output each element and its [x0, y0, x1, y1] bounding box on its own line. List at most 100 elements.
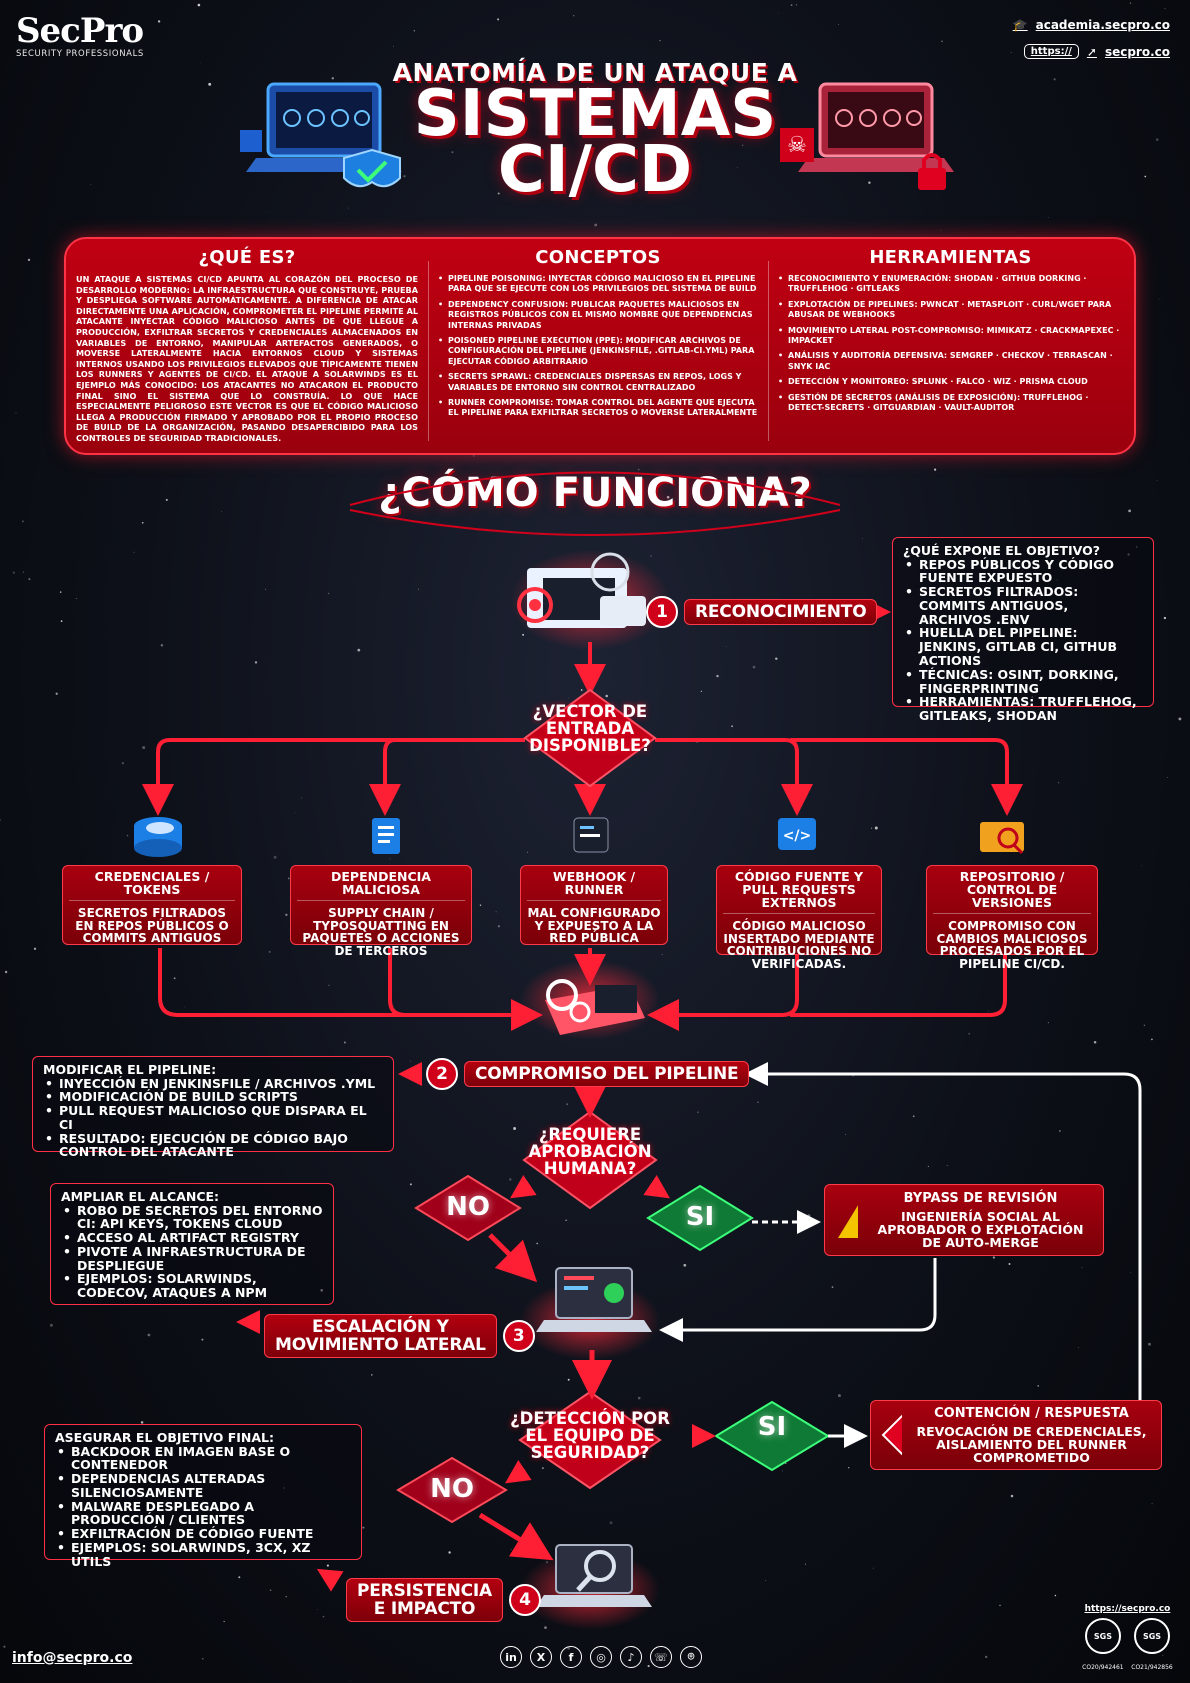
- step-number: 3: [502, 1320, 535, 1352]
- step-number: 2: [426, 1058, 458, 1090]
- contencion-box: CONTENCIÓN / RESPUESTA REVOCACIÓN DE CRE…: [870, 1400, 1162, 1470]
- cursor-icon: ➚: [1086, 44, 1097, 59]
- list-item: Malware desplegado a producción / client…: [55, 1499, 351, 1528]
- concepto-item: Poisoned Pipeline Execution (PPE): Modif…: [438, 336, 758, 367]
- folder-search-icon: [980, 822, 1024, 855]
- herramienta-item: Explotación de pipelines: Pwncat · Metas…: [778, 300, 1123, 321]
- list-item: Inyección en Jenkinsfile / archivos .yml: [43, 1076, 383, 1091]
- herramientas-heading: HERRAMIENTAS: [869, 247, 1032, 268]
- que-es-text: Un ataque a sistemas CI/CD apunta al cor…: [76, 274, 418, 443]
- recon-icon: [517, 552, 646, 628]
- como-funciona-heading: ¿CÓMO FUNCIONA?: [378, 470, 812, 516]
- url-bar-icon: https://: [1023, 44, 1079, 59]
- decision-vector-text: ¿VECTOR DE ENTRADA DISPONIBLE?: [529, 702, 651, 755]
- secpro-logo[interactable]: SecPro SECURITY PROFESSIONALS: [16, 14, 166, 59]
- recon-details-box: ¿QUÉ EXPONE EL OBJETIVO? Repos públicos …: [892, 537, 1154, 723]
- list-item: Herramientas: TruffleHog, GitLeaks, Shod…: [903, 695, 1143, 723]
- document-icon: [372, 818, 400, 854]
- approval-si-label: SI: [685, 1202, 715, 1232]
- recon-box-heading: ¿QUÉ EXPONE EL OBJETIVO?: [903, 543, 1100, 558]
- herramientas-column: HERRAMIENTAS Reconocimiento y enumeració…: [778, 247, 1123, 451]
- laptop-escalation-icon: [536, 1267, 652, 1332]
- facebook-icon[interactable]: f: [560, 1646, 582, 1668]
- graduation-cap-icon: 🎓: [1012, 18, 1028, 32]
- instagram-icon[interactable]: ◎: [590, 1646, 612, 1668]
- concepto-item: Runner Compromise: Tomar control del age…: [438, 398, 758, 419]
- vector-card-codigo-fuente: CÓDIGO FUENTE Y PULL REQUESTS EXTERNOS C…: [716, 865, 882, 970]
- herramienta-item: Movimiento lateral post-compromiso: Mimi…: [778, 326, 1123, 347]
- compromised-laptop-illustration: ☠: [780, 82, 954, 190]
- detect-no-label: NO: [430, 1474, 474, 1504]
- list-item: Repos públicos y código fuente expuesto: [903, 557, 1143, 586]
- x-icon[interactable]: X: [530, 1646, 552, 1668]
- sgs-seal-icon: SGS: [1084, 1618, 1121, 1654]
- secure-laptop-illustration: [240, 82, 402, 188]
- github-icon[interactable]: ⌾: [680, 1646, 702, 1668]
- list-item: Backdoor en imagen base o contenedor: [55, 1444, 351, 1473]
- laptop-magnifier-icon: [536, 1544, 652, 1607]
- pipeline-details-box: MODIFICAR EL PIPELINE: Inyección en Jenk…: [32, 1056, 394, 1159]
- herramienta-item: Análisis y auditoría defensiva: Semgrep …: [778, 351, 1123, 372]
- step-label: RECONOCIMIENTO: [684, 599, 878, 625]
- list-item: Ejemplos: SolarWinds, Codecov, ataques a…: [61, 1272, 323, 1300]
- header-links: 🎓academia.secpro.co https://➚secpro.co: [1013, 18, 1170, 71]
- svg-text:</>: </>: [783, 828, 812, 844]
- warning-icon: [838, 1205, 858, 1238]
- step-label: COMPROMISO DEL PIPELINE: [464, 1061, 750, 1087]
- vector-card-credenciales: CREDENCIALES / TOKENS SECRETOS FILTRADOS…: [62, 865, 242, 945]
- concepto-item: Dependency Confusion: Publicar paquetes …: [438, 300, 758, 331]
- logo-tagline: SECURITY PROFESSIONALS: [16, 49, 144, 59]
- whatsapp-icon[interactable]: ☏: [650, 1646, 672, 1668]
- panel-divider: [428, 261, 429, 441]
- que-es-heading: ¿QUÉ ES?: [198, 247, 296, 268]
- step-number: 1: [646, 596, 678, 628]
- impact-details-box: ASEGURAR EL OBJETIVO FINAL: Backdoor en …: [44, 1424, 362, 1568]
- linkedin-icon[interactable]: in: [500, 1646, 522, 1668]
- list-item: Pull request malicioso que dispara el CI: [43, 1104, 383, 1132]
- list-item: Acceso al artifact registry: [61, 1231, 323, 1245]
- conceptos-heading: CONCEPTOS: [535, 247, 661, 268]
- bypass-review-box: BYPASS DE REVISIÓN INGENIERÍA SOCIAL AL …: [824, 1184, 1104, 1256]
- academia-link[interactable]: 🎓academia.secpro.co: [1012, 18, 1170, 32]
- concepto-item: Pipeline Poisoning: Inyectar código mali…: [438, 274, 758, 295]
- list-item: Exfiltración de código fuente: [55, 1527, 351, 1541]
- que-es-column: ¿QUÉ ES? Un ataque a sistemas CI/CD apun…: [76, 247, 418, 451]
- title-line-3: CI/CD: [497, 133, 693, 207]
- tiktok-icon[interactable]: ♪: [620, 1646, 642, 1668]
- site-link[interactable]: https://➚secpro.co: [1013, 44, 1170, 59]
- vector-card-webhook: WEBHOOK / RUNNER MAL CONFIGURADO Y EXPUE…: [520, 865, 668, 945]
- pipeline-gears-icon: [545, 979, 645, 1035]
- social-links: in X f ◎ ♪ ☏ ⌾: [500, 1646, 702, 1668]
- step-1-reconocimiento: 1 RECONOCIMIENTO: [646, 596, 878, 628]
- sgs-seal-icon: SGS: [1134, 1618, 1170, 1654]
- list-item: Pivote a infraestructura de despliegue: [61, 1245, 323, 1273]
- decision-approval-text: ¿REQUIERE APROBACIÓN HUMANA?: [528, 1125, 652, 1178]
- vector-card-dependencia: DEPENDENCIA MALICIOSA SUPPLY CHAIN / TYP…: [290, 865, 472, 957]
- certifications: https://secpro.co SGS SGS CO20/942461 CO…: [1082, 1604, 1173, 1671]
- list-item: Dependencias alteradas silenciosamente: [55, 1472, 351, 1500]
- herramienta-item: Gestión de secretos (análisis de exposic…: [778, 393, 1123, 414]
- cert-link[interactable]: https://secpro.co: [1084, 1604, 1171, 1614]
- info-panel: ¿QUÉ ES? Un ataque a sistemas CI/CD apun…: [64, 237, 1136, 455]
- contact-email-link[interactable]: info@secpro.co: [12, 1650, 133, 1666]
- list-item: Técnicas: OSINT, Dorking, Fingerprinting: [903, 668, 1143, 696]
- vector-card-repositorio: REPOSITORIO / CONTROL DE VERSIONES COMPR…: [926, 865, 1098, 970]
- logo-wordmark: SecPro: [16, 11, 144, 51]
- list-item: Secretos filtrados: commits antiguos, ar…: [903, 585, 1143, 627]
- decision-detect-text: ¿DETECCIÓN POR EL EQUIPO DE SEGURIDAD?: [510, 1409, 670, 1462]
- svg-text:☠: ☠: [787, 133, 807, 158]
- lateral-details-box: AMPLIAR EL ALCANCE: Robo de secretos del…: [50, 1183, 334, 1305]
- database-icon: [134, 817, 182, 857]
- list-item: Huella del pipeline: Jenkins, GitLab CI,…: [903, 626, 1143, 668]
- step-2-compromiso: 2 COMPROMISO DEL PIPELINE: [426, 1058, 750, 1090]
- terminal-icon: [573, 817, 609, 853]
- list-item: Modificación de build scripts: [43, 1090, 383, 1104]
- list-item: Ejemplos: SolarWinds, 3CX, XZ Utils: [55, 1541, 351, 1569]
- step-number: 4: [508, 1584, 541, 1616]
- concepto-item: Secrets Sprawl: Credenciales dispersas e…: [438, 372, 758, 393]
- list-item: Robo de secretos del entorno CI: API key…: [61, 1203, 323, 1232]
- detect-si-label: SI: [757, 1412, 787, 1442]
